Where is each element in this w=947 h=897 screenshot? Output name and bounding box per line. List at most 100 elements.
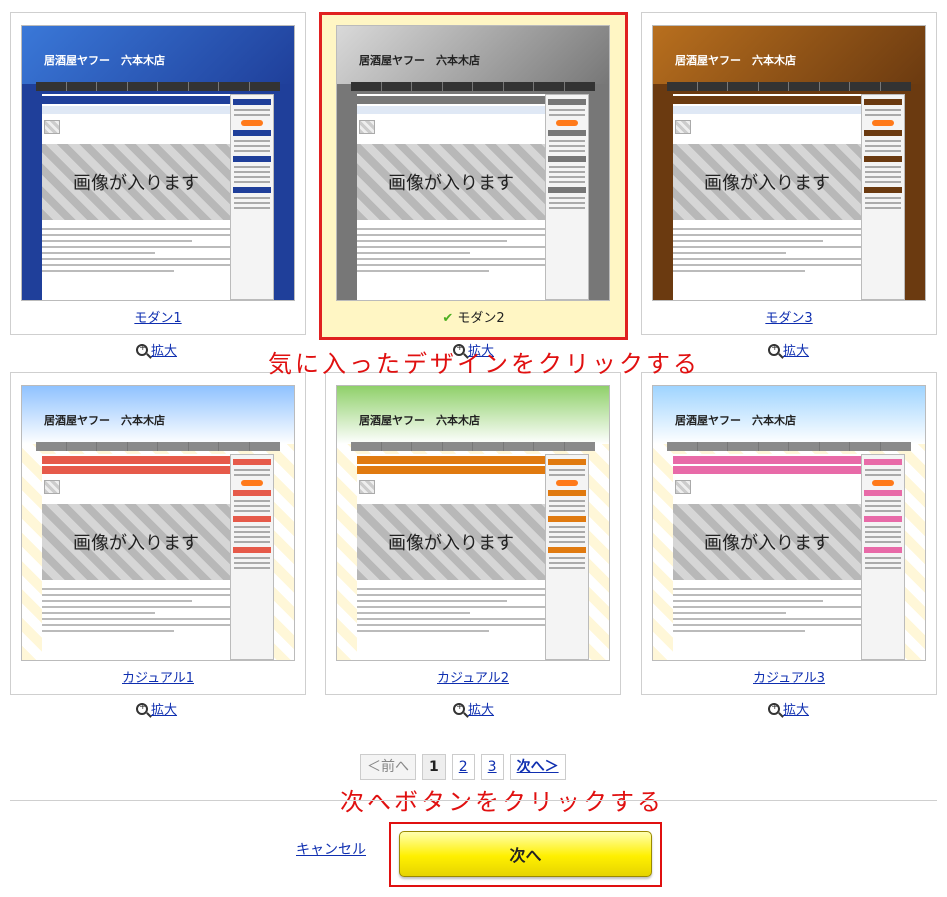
image-placeholder: 画像が入ります: [42, 144, 230, 220]
design-label[interactable]: モダン1: [134, 311, 182, 326]
image-placeholder: 画像が入ります: [357, 504, 545, 580]
thumbnail-body: 画像が入ります: [673, 94, 905, 300]
thumbnail-small-image-icon: [359, 480, 375, 494]
image-placeholder: 画像が入ります: [673, 504, 861, 580]
thumbnail-coupon-icon: [556, 120, 578, 126]
next-button-highlight: 次へ: [389, 822, 662, 887]
thumbnail-news-row: [673, 118, 861, 140]
thumbnail-date-bar: [673, 466, 861, 474]
thumbnail-small-image-icon: [359, 120, 375, 134]
annotation-click-next: 次へボタンをクリックする: [340, 788, 664, 816]
thumbnail-coupon-icon: [872, 480, 894, 486]
thumbnail-sidebar: [545, 454, 589, 660]
thumbnail-small-image-icon: [44, 120, 60, 134]
design-label[interactable]: カジュアル3: [753, 671, 825, 686]
thumbnail-body: 画像が入ります: [673, 454, 905, 660]
thumbnail-news-row: [357, 478, 545, 500]
design-card-modern3[interactable]: 居酒屋ヤフー 六本木店 画像が入ります: [641, 12, 937, 335]
design-thumbnail: 居酒屋ヤフー 六本木店 画像が入ります: [336, 25, 610, 301]
design-card-modern2[interactable]: 居酒屋ヤフー 六本木店 画像が入ります: [319, 12, 628, 340]
thumbnail-small-image-icon: [675, 120, 691, 134]
thumbnail-message-bar: [673, 456, 861, 464]
design-label[interactable]: ✔モダン2: [442, 311, 505, 326]
thumbnail-news-row: [42, 478, 230, 500]
thumbnail-header: 居酒屋ヤフー 六本木店: [22, 386, 294, 444]
zoom-icon: [453, 343, 465, 356]
design-thumbnail: 居酒屋ヤフー 六本木店 画像が入ります: [652, 385, 926, 661]
design-card-casual1[interactable]: 居酒屋ヤフー 六本木店 画像が入ります: [10, 372, 306, 695]
design-thumbnail: 居酒屋ヤフー 六本木店 画像が入ります: [21, 385, 295, 661]
thumbnail-body: 画像が入ります: [357, 94, 589, 300]
zoom-icon: [768, 343, 780, 356]
pagination-page-3[interactable]: 3: [480, 754, 504, 780]
thumbnail-coupon-icon: [241, 480, 263, 486]
thumbnail-sidebar: [861, 94, 905, 300]
thumbnail-sidebar: [230, 94, 274, 300]
thumbnail-nav: [667, 82, 911, 91]
thumbnail-text-lines: [357, 224, 545, 300]
thumbnail-message-bar: [357, 96, 545, 104]
zoom-icon: [136, 343, 148, 356]
thumbnail-header: 居酒屋ヤフー 六本木店: [22, 26, 294, 84]
cancel-link[interactable]: キャンセル: [296, 842, 366, 858]
pagination: ＜前へ 1 2 3 次へ＞: [360, 754, 566, 780]
design-label[interactable]: カジュアル2: [437, 671, 509, 686]
thumbnail-date-bar: [42, 466, 230, 474]
thumbnail-message-bar: [673, 96, 861, 104]
pagination-next[interactable]: 次へ＞: [509, 754, 566, 780]
thumbnail-coupon-icon: [872, 120, 894, 126]
thumbnail-small-image-icon: [675, 480, 691, 494]
thumbnail-header: 居酒屋ヤフー 六本木店: [653, 26, 925, 84]
pagination-page-2[interactable]: 2: [451, 754, 475, 780]
thumbnail-news-row: [42, 118, 230, 140]
thumbnail-sidebar: [545, 94, 589, 300]
annotation-click-design: 気に入ったデザインをクリックする: [268, 350, 700, 378]
thumbnail-text-lines: [673, 224, 861, 300]
thumbnail-nav: [667, 442, 911, 451]
thumbnail-nav: [36, 82, 280, 91]
thumbnail-message-bar: [42, 96, 230, 104]
thumbnail-date-bar: [357, 106, 545, 114]
design-card-casual2[interactable]: 居酒屋ヤフー 六本木店 画像が入ります: [325, 372, 621, 695]
thumbnail-header: 居酒屋ヤフー 六本木店: [337, 26, 609, 84]
zoom-icon: [453, 702, 465, 715]
design-card-modern1[interactable]: 居酒屋ヤフー 六本木店 画像が入ります: [10, 12, 306, 335]
design-thumbnail: 居酒屋ヤフー 六本木店 画像が入ります: [652, 25, 926, 301]
image-placeholder: 画像が入ります: [357, 144, 545, 220]
pagination-prev: ＜前へ: [360, 754, 416, 780]
check-icon: ✔: [442, 311, 454, 326]
next-button[interactable]: 次へ: [399, 831, 652, 877]
zoom-link-casual1[interactable]: 拡大: [136, 699, 177, 718]
design-thumbnail: 居酒屋ヤフー 六本木店 画像が入ります: [336, 385, 610, 661]
thumbnail-nav: [36, 442, 280, 451]
zoom-link-modern2[interactable]: 拡大: [453, 340, 494, 359]
zoom-link-modern1[interactable]: 拡大: [136, 340, 177, 359]
image-placeholder: 画像が入ります: [42, 504, 230, 580]
design-label[interactable]: モダン3: [765, 311, 813, 326]
thumbnail-body: 画像が入ります: [42, 94, 274, 300]
thumbnail-site-title: 居酒屋ヤフー 六本木店: [359, 54, 480, 67]
zoom-link-casual2[interactable]: 拡大: [453, 699, 494, 718]
design-label[interactable]: カジュアル1: [122, 671, 194, 686]
thumbnail-date-bar: [42, 106, 230, 114]
zoom-link-casual3[interactable]: 拡大: [768, 699, 809, 718]
thumbnail-nav: [351, 82, 595, 91]
thumbnail-coupon-icon: [556, 480, 578, 486]
thumbnail-body: 画像が入ります: [357, 454, 589, 660]
thumbnail-message-bar: [357, 456, 545, 464]
thumbnail-header: 居酒屋ヤフー 六本木店: [337, 386, 609, 444]
design-thumbnail: 居酒屋ヤフー 六本木店 画像が入ります: [21, 25, 295, 301]
thumbnail-site-title: 居酒屋ヤフー 六本木店: [675, 54, 796, 67]
thumbnail-sidebar: [861, 454, 905, 660]
thumbnail-date-bar: [357, 466, 545, 474]
divider: [10, 800, 937, 801]
zoom-link-modern3[interactable]: 拡大: [768, 340, 809, 359]
design-card-casual3[interactable]: 居酒屋ヤフー 六本木店 画像が入ります: [641, 372, 937, 695]
thumbnail-nav: [351, 442, 595, 451]
pagination-page-1: 1: [422, 754, 446, 780]
thumbnail-text-lines: [42, 224, 230, 300]
thumbnail-body: 画像が入ります: [42, 454, 274, 660]
thumbnail-date-bar: [673, 106, 861, 114]
thumbnail-news-row: [673, 478, 861, 500]
zoom-icon: [136, 702, 148, 715]
